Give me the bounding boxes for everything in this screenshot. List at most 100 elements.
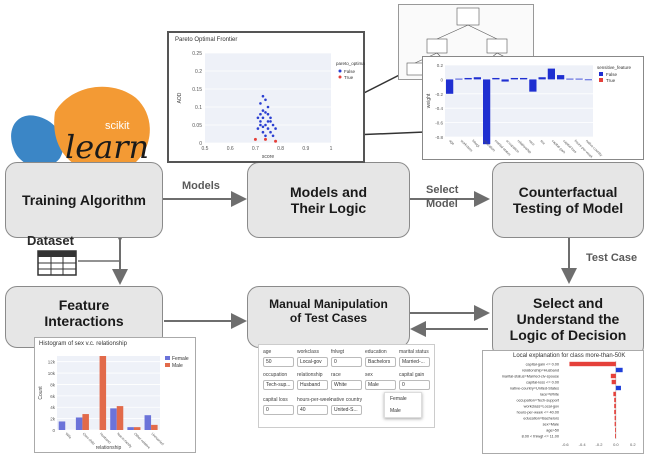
form-field-relationship[interactable]: Husband bbox=[297, 380, 328, 390]
hist-x-tick: Husband bbox=[99, 432, 112, 445]
form-label-marital-status: marital status bbox=[399, 349, 429, 355]
form-field-capital-gain[interactable]: 0 bbox=[399, 380, 430, 390]
dropdown-option-male[interactable]: Male bbox=[390, 408, 401, 414]
pareto-point-false bbox=[264, 111, 267, 114]
hist-bar-female bbox=[127, 427, 134, 430]
lime-bar bbox=[614, 409, 616, 415]
weights-y-tick: -0.8 bbox=[435, 135, 443, 140]
pareto-point-false bbox=[259, 102, 262, 105]
form-label-education: education bbox=[365, 349, 387, 355]
hist-plot-bg bbox=[57, 356, 160, 430]
form-field-marital-status[interactable]: Married-... bbox=[399, 357, 430, 367]
lime-bar bbox=[614, 415, 616, 421]
weights-x-tick: race bbox=[528, 139, 536, 147]
form-field-occupation[interactable]: Tech-sup... bbox=[263, 380, 294, 390]
edge-label-models: Models bbox=[182, 180, 220, 192]
pareto-x-tick: 0.7 bbox=[252, 146, 259, 152]
form-field-native-country[interactable]: United-S... bbox=[331, 405, 362, 415]
weights-legend-true: True bbox=[606, 78, 616, 83]
form-label-relationship: relationship bbox=[297, 372, 323, 378]
lime-feature-label: age>50 bbox=[546, 429, 559, 433]
box-feature-label: Feature Interactions bbox=[44, 297, 124, 329]
lime-bar bbox=[614, 397, 616, 403]
lime-x-tick: -0.2 bbox=[596, 442, 604, 447]
pareto-legend-false: False bbox=[344, 69, 356, 74]
lime-bar bbox=[569, 361, 616, 367]
pareto-point-false bbox=[261, 130, 265, 134]
dropdown-option-female[interactable]: Female bbox=[390, 396, 407, 402]
weights-y-tick: 0 bbox=[440, 77, 443, 82]
pareto-point-false bbox=[271, 123, 275, 127]
box-counterfactual: Counterfactual Testing of Model bbox=[492, 162, 644, 238]
hist-bar-female bbox=[110, 408, 117, 430]
pareto-point-false bbox=[261, 94, 265, 98]
lime-feature-label: education=Bachelors bbox=[523, 417, 559, 421]
form-label-race: race bbox=[331, 372, 341, 378]
pareto-legend-title: pareto_optimal bbox=[336, 61, 365, 66]
form-field-capital-loss[interactable]: 0 bbox=[263, 405, 294, 415]
lime-feature-label: sex=Male bbox=[543, 423, 559, 427]
weight-bar bbox=[473, 77, 481, 80]
box-models-label: Models and Their Logic bbox=[289, 184, 367, 216]
weight-bar bbox=[547, 68, 555, 80]
pareto-x-tick: 0.9 bbox=[302, 146, 309, 152]
weight-bar bbox=[492, 77, 500, 80]
box-manual-label: Manual Manipulation of Test Cases bbox=[269, 297, 388, 325]
pareto-point-false bbox=[266, 120, 270, 123]
form-label-sex: sex bbox=[365, 372, 373, 378]
box-manual-manipulation: Manual Manipulation of Test Cases bbox=[247, 286, 410, 348]
lime-bar bbox=[615, 385, 621, 391]
weights-x-tick: sex bbox=[539, 139, 546, 146]
lime-feature-label: capital-gain <= 0.00 bbox=[526, 363, 559, 367]
lime-bar bbox=[613, 391, 616, 397]
hist-legend-marker-female bbox=[165, 356, 170, 360]
form-field-race[interactable]: White bbox=[331, 380, 362, 390]
pareto-point-false bbox=[261, 116, 265, 120]
logo-blue-blob bbox=[11, 115, 64, 168]
hist-bar-male bbox=[151, 424, 158, 430]
hist-legend-marker-male bbox=[165, 363, 170, 367]
form-label-capital-gain: capital gain bbox=[399, 372, 425, 378]
form-field-education[interactable]: Bachelors bbox=[365, 357, 396, 367]
pareto-point-false bbox=[264, 123, 267, 127]
edge-label-test-case: Test Case bbox=[586, 252, 638, 264]
weights-y-tick: -0.6 bbox=[435, 121, 443, 126]
lime-bar bbox=[615, 433, 616, 439]
pareto-point-true bbox=[253, 137, 257, 141]
pareto-point-false bbox=[264, 98, 267, 102]
hist-y-tick: 0 bbox=[52, 428, 55, 433]
hist-y-tick: 12k bbox=[48, 360, 56, 365]
pareto-point-false bbox=[266, 127, 270, 130]
pareto-xlabel: score bbox=[262, 154, 274, 160]
weights-y-tick: -0.4 bbox=[435, 106, 443, 111]
pareto-point-false bbox=[271, 134, 275, 138]
form-field-workclass[interactable]: Local-gov bbox=[297, 357, 328, 367]
hist-bar-male bbox=[133, 427, 141, 430]
pareto-point-true bbox=[263, 137, 267, 141]
form-field-fnlwgt[interactable]: 0 bbox=[331, 357, 362, 367]
form-field-sex[interactable]: Male bbox=[365, 380, 396, 390]
box-counterfactual-label: Counterfactual Testing of Model bbox=[512, 184, 624, 216]
hist-y-tick: 2k bbox=[50, 417, 56, 422]
hist-bar-male bbox=[82, 414, 89, 430]
pareto-x-tick: 1 bbox=[330, 146, 333, 152]
form-label-capital-loss: capital loss bbox=[263, 397, 288, 403]
hist-bar-male bbox=[116, 406, 124, 430]
lime-bar bbox=[615, 427, 616, 433]
pareto-y-tick: 0.15 bbox=[192, 87, 202, 93]
pareto-point-false bbox=[269, 120, 272, 123]
lime-feature-label: capital-loss <= 0.00 bbox=[526, 381, 559, 385]
form-field-hours-per-week[interactable]: 40 bbox=[297, 405, 328, 415]
hist-y-tick: 10k bbox=[48, 371, 56, 376]
sex-dropdown-menu[interactable]: Female Male bbox=[384, 392, 422, 418]
weight-bar bbox=[520, 77, 528, 80]
form-field-age[interactable]: 50 bbox=[263, 357, 294, 367]
weights-ylabel: weight bbox=[426, 93, 432, 108]
weight-bar bbox=[510, 77, 518, 80]
lime-x-tick: 0.0 bbox=[613, 442, 619, 447]
lime-feature-label: native-country=United-States bbox=[510, 387, 559, 391]
lime-feature-label: occupation=Tech-support bbox=[516, 399, 559, 403]
